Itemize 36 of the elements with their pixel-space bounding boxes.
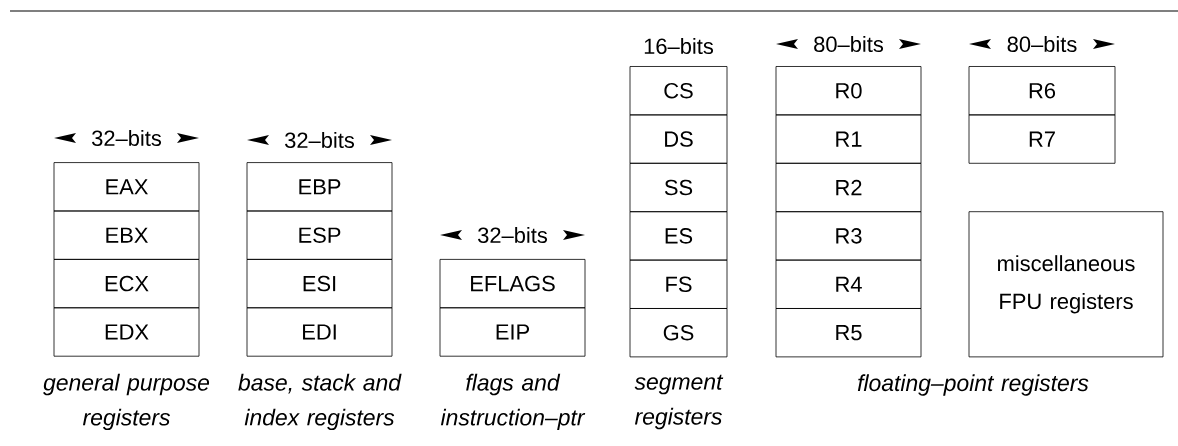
register-cell: R6 [968, 66, 1116, 116]
width-label: 80–bits [814, 35, 884, 53]
register-cell: EIP [439, 307, 586, 357]
caption: floating–point registers [857, 374, 1089, 396]
register-cell: ESI [246, 259, 393, 309]
register-cell: SS [629, 162, 728, 213]
register-cell: miscellaneous FPU registers [968, 211, 1164, 358]
register-cell: R5 [775, 308, 922, 358]
caption: segment registers [634, 374, 724, 430]
width-label: 32–bits [478, 226, 548, 244]
register-cell: ESP [246, 210, 393, 260]
register-cell: EBP [246, 162, 393, 212]
register-cell: FS [629, 259, 728, 309]
width-label: 16–bits [644, 37, 714, 55]
register-cell: EDX [53, 307, 200, 357]
register-cell: ES [629, 211, 728, 261]
register-cell: EBX [53, 210, 200, 260]
register-cell: CS [629, 66, 728, 116]
register-cell: R7 [968, 114, 1116, 164]
caption: general purpose registers [43, 373, 210, 431]
register-cell: GS [629, 308, 728, 358]
register-cell: EFLAGS [439, 259, 586, 309]
width-label: 80–bits [1007, 35, 1077, 53]
register-cell: EDI [246, 307, 393, 357]
register-cell: R2 [775, 162, 922, 213]
register-cell: R4 [775, 259, 922, 309]
caption: flags and instruction–ptr [440, 373, 586, 431]
register-cell: R3 [775, 211, 922, 261]
register-cell: DS [629, 114, 728, 164]
width-label: 32–bits [285, 131, 355, 149]
register-cell: R0 [775, 66, 922, 116]
register-cell: ECX [53, 259, 200, 309]
register-cell: EAX [53, 162, 200, 212]
width-label: 32–bits [92, 129, 162, 147]
register-cell: R1 [775, 114, 922, 164]
caption: base, stack and index registers [238, 373, 402, 431]
